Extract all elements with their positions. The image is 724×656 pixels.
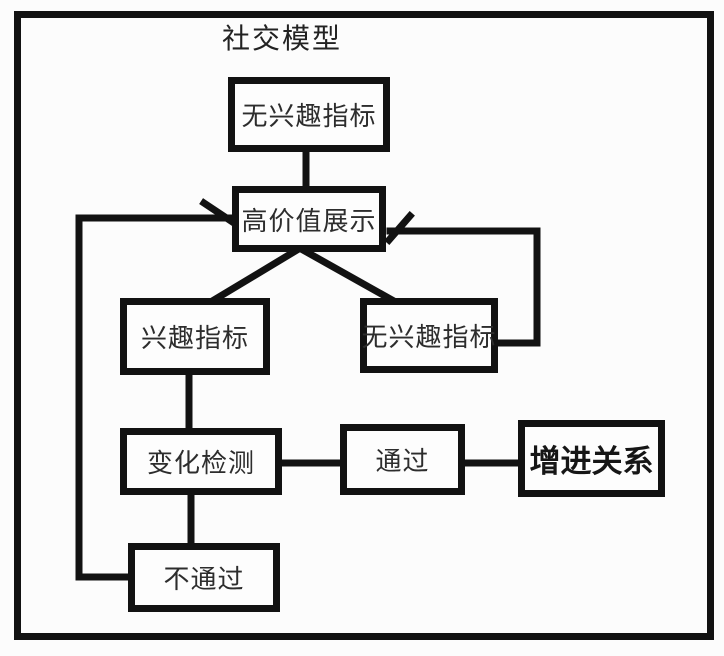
edge-loop-left: [75, 214, 237, 581]
node-enhance-relationship: 增进关系: [518, 420, 665, 497]
node-no-interest-indicator-top: 无兴趣指标: [228, 77, 390, 152]
node-change-detection: 变化检测: [120, 428, 282, 495]
node-label: 不通过: [163, 564, 245, 594]
edge-loop-right: [386, 227, 541, 347]
node-pass: 通过: [340, 424, 465, 495]
arrowhead-left-icon: [199, 198, 236, 226]
arrowhead-right-icon: [384, 211, 415, 245]
node-label: 无兴趣指标: [241, 101, 377, 131]
edge-high-value-to-no-interest-right: [298, 245, 397, 305]
node-interest-indicator: 兴趣指标: [120, 298, 270, 375]
diagram-title: 社交模型: [222, 23, 343, 54]
node-no-interest-indicator-right: 无兴趣指标: [360, 298, 498, 373]
node-label: 变化检测: [146, 448, 255, 478]
node-fail: 不通过: [128, 543, 280, 612]
diagram-border: [14, 11, 714, 640]
node-high-value-display: 高价值展示: [232, 186, 386, 252]
node-label: 兴趣指标: [140, 323, 249, 353]
node-label: 通过: [375, 446, 430, 476]
node-label: 无兴趣指标: [361, 322, 497, 352]
edge-high-value-to-interest: [209, 245, 302, 305]
node-label: 增进关系: [529, 444, 654, 479]
node-label: 高价值展示: [241, 205, 377, 236]
